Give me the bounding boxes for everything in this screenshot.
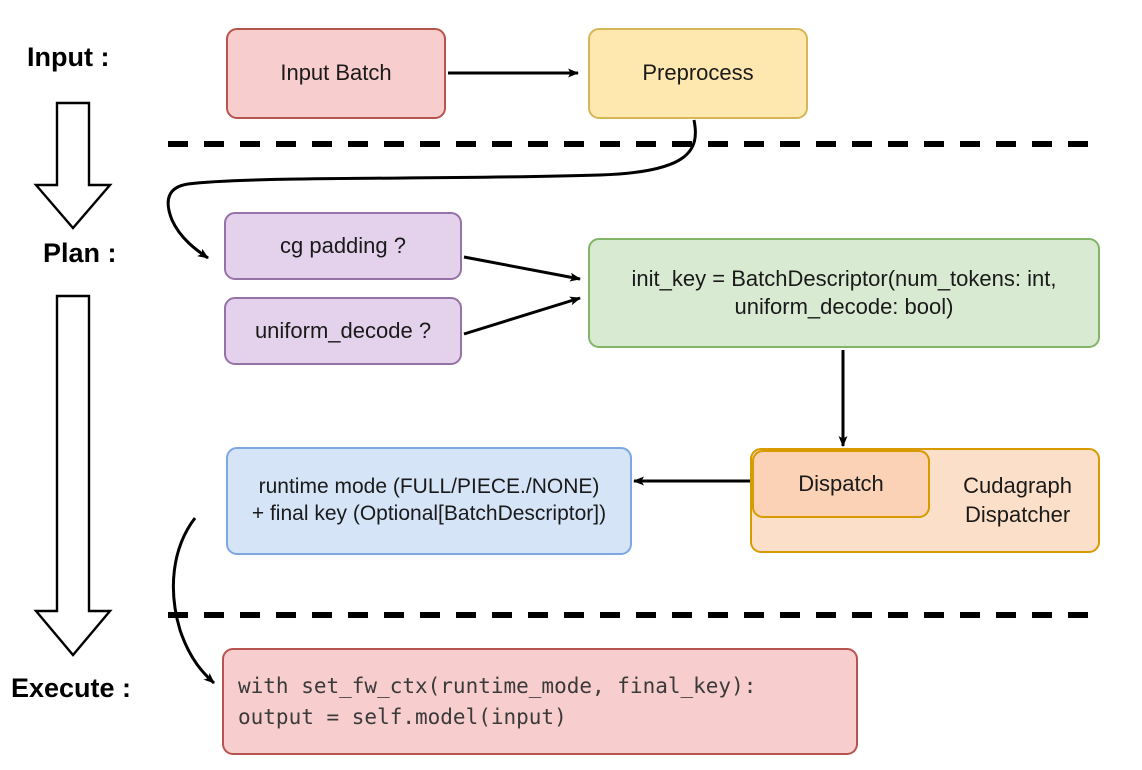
node-runtime-mode[interactable]: runtime mode (FULL/PIECE./NONE) + final … (226, 447, 632, 555)
node-cg-padding-label: cg padding ? (280, 232, 406, 258)
node-cg-padding[interactable]: cg padding ? (224, 212, 462, 280)
stage-label-execute: Execute : (11, 673, 132, 703)
node-dispatch[interactable]: Dispatch (752, 450, 930, 518)
node-input-batch-label: Input Batch (280, 60, 392, 86)
node-uniform-decode[interactable]: uniform_decode ? (224, 297, 462, 365)
node-execute-code[interactable]: with set_fw_ctx(runtime_mode, final_key)… (222, 648, 858, 755)
stage-label-plan: Plan : (43, 238, 117, 268)
node-uniform-decode-label: uniform_decode ? (254, 317, 432, 343)
node-preprocess-label: Preprocess (642, 60, 754, 86)
arrow-cg-padding-to-init-key (463, 255, 581, 282)
stage-block-arrow-input-to-plan (33, 101, 113, 230)
arrow-runtime-mode-to-execute-code (171, 517, 216, 685)
node-cudagraph-dispatcher-label: Cudagraph Dispatcher (963, 473, 1072, 527)
stage-block-arrow-plan-to-execute (33, 294, 113, 657)
node-init-key-label: init_key = BatchDescriptor(num_tokens: i… (631, 265, 1057, 319)
arrow-uniform-decode-to-init-key (463, 296, 581, 336)
node-input-batch[interactable]: Input Batch (226, 28, 446, 119)
node-dispatch-label: Dispatch (798, 470, 884, 496)
node-init-key[interactable]: init_key = BatchDescriptor(num_tokens: i… (588, 238, 1100, 348)
node-execute-code-label: with set_fw_ctx(runtime_mode, final_key)… (238, 674, 757, 729)
stage-label-input: Input : (27, 42, 110, 72)
node-runtime-mode-label: runtime mode (FULL/PIECE./NONE) + final … (251, 475, 607, 525)
node-preprocess[interactable]: Preprocess (588, 28, 808, 119)
